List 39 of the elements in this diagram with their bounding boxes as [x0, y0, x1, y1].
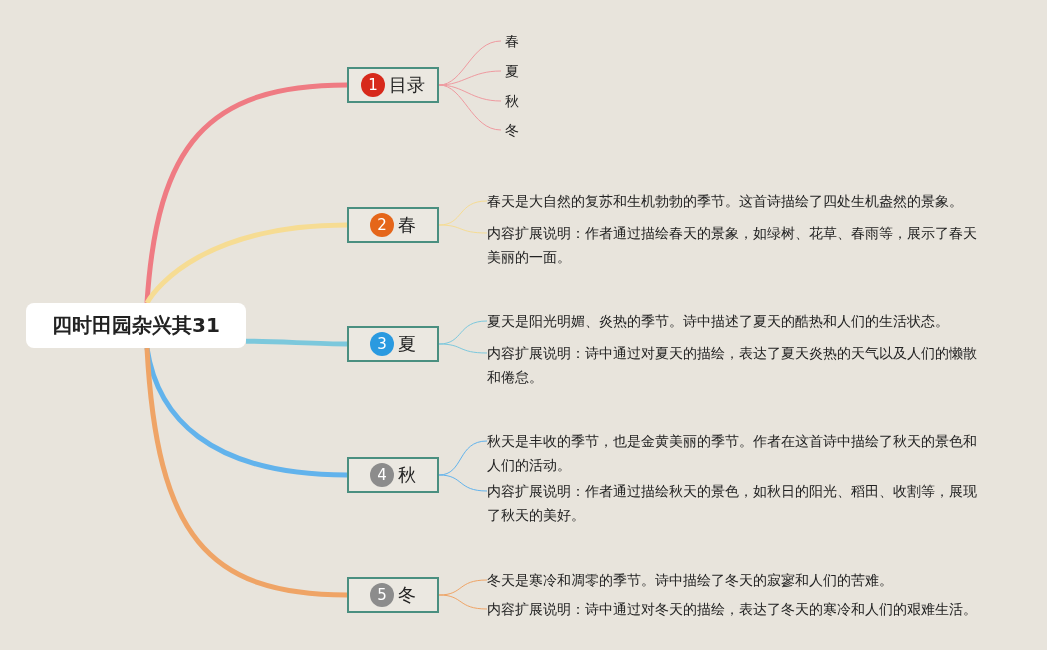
description-text: 内容扩展说明：作者通过描绘春天的景象，如绿树、花草、春雨等，展示了春天美丽的一面。 [487, 224, 978, 267]
branch-line [246, 338, 347, 347]
description-text: 春天是大自然的复苏和生机勃勃的季节。这首诗描绘了四处生机盎然的景象。 [487, 192, 964, 211]
number-badge: 2 [370, 213, 394, 237]
subtopic-line [438, 594, 488, 610]
subtopic-text: 冬 [505, 121, 520, 140]
number-badge: 1 [361, 73, 385, 97]
branch-topic-text: 夏 [398, 332, 416, 356]
branch-line [144, 347, 348, 598]
branch-topic-text: 冬 [398, 583, 416, 607]
subtopic-line [438, 84, 502, 131]
subtopic-text: 夏 [505, 62, 520, 81]
description-text: 内容扩展说明：作者通过描绘秋天的景色，如秋日的阳光、稻田、收割等，展现了秋天的美好。 [487, 482, 978, 525]
number-badge: 4 [370, 463, 394, 487]
description-text: 秋天是丰收的季节，也是金黄美丽的季节。作者在这首诗中描绘了秋天的景色和人们的活动。 [487, 432, 978, 475]
branch-topic-box [347, 577, 439, 613]
branch-topic-box [347, 207, 439, 243]
subtopic-text: 春 [505, 32, 520, 51]
description-text: 夏天是阳光明媚、炎热的季节。诗中描述了夏天的酷热和人们的生活状态。 [487, 312, 950, 331]
branch-topic-box [347, 457, 439, 493]
branch-topic-box [347, 67, 439, 103]
description-text: 内容扩展说明：诗中通过对夏天的描绘，表达了夏天炎热的天气以及人们的懒散和倦怠。 [487, 344, 978, 387]
description-text: 冬天是寒冷和凋零的季节。诗中描绘了冬天的寂寥和人们的苦难。 [487, 571, 894, 590]
subtopic-text: 秋 [505, 92, 520, 111]
branch-topic-text: 秋 [398, 463, 416, 487]
central-topic-box [26, 303, 246, 348]
branch-line [144, 222, 348, 305]
branch-topic-text: 春 [398, 213, 416, 237]
subtopic-line [438, 474, 488, 492]
description-text: 内容扩展说明：诗中通过对冬天的描绘，表达了冬天的寒冷和人们的艰难生活。 [487, 600, 978, 619]
branch-line [144, 82, 348, 304]
number-badge: 3 [370, 332, 394, 356]
branch-topic-text: 目录 [389, 73, 425, 97]
subtopic-line [438, 343, 488, 354]
subtopic-line [438, 579, 488, 596]
branch-topic-box [347, 326, 439, 362]
subtopic-line [438, 224, 488, 234]
number-badge: 5 [370, 583, 394, 607]
central-topic-text: 四时田园杂兴其31 [52, 312, 220, 339]
